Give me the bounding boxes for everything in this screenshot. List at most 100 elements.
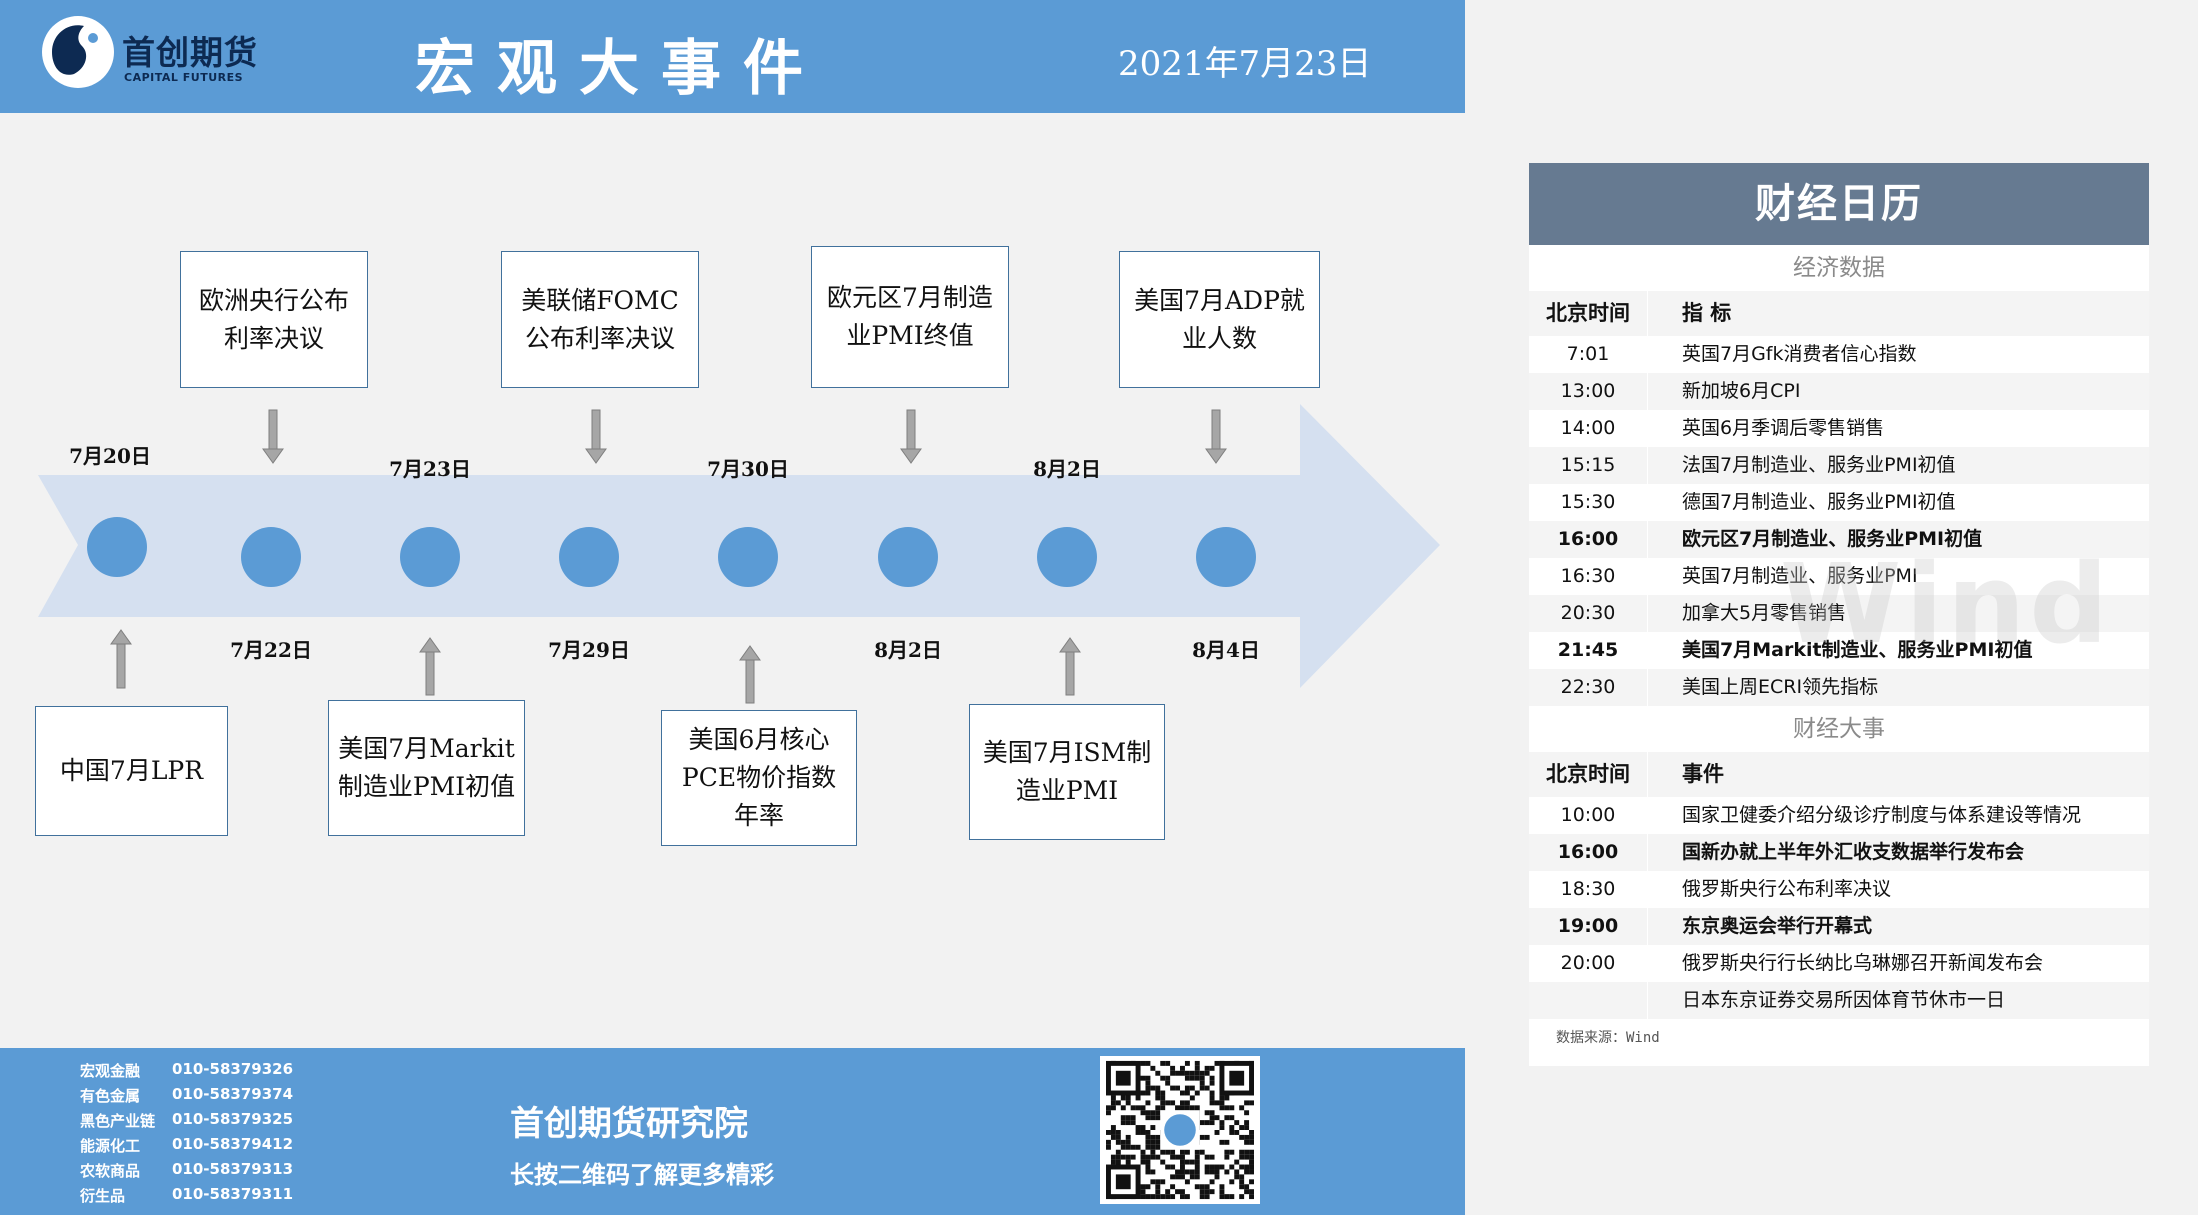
event-table-header: 北京时间 事件 (1529, 752, 2149, 797)
row-item: 国家卫健委介绍分级诊疗制度与体系建设等情况 (1682, 804, 2082, 826)
row-time: 14:00 (1560, 417, 1616, 439)
timeline-dot (718, 527, 778, 587)
contact-phone: 010-58379412 (172, 1135, 294, 1153)
contact-phone: 010-58379325 (172, 1110, 294, 1128)
contact-phone: 010-58379311 (172, 1185, 294, 1203)
logo-text-en: CAPITAL FUTURES (124, 71, 244, 84)
row-item: 东京奥运会举行开幕式 (1682, 915, 1873, 937)
calendar-row: 20:30 加拿大5月零售销售 (1529, 595, 2149, 632)
contact-name: 宏观金融 (80, 1062, 141, 1080)
row-item: 法国7月制造业、服务业PMI初值 (1682, 454, 1956, 476)
top-event-box: 欧元区7月制造业PMI终值 (811, 246, 1009, 388)
econ-header-time: 北京时间 (1546, 301, 1630, 325)
contact-row: 黑色产业链 010-58379325 (80, 1110, 293, 1131)
calendar-row: 13:00 新加坡6月CPI (1529, 373, 2149, 410)
contact-row: 衍生品 010-58379311 (80, 1185, 293, 1206)
bottom-event-box: 美国7月ISM制造业PMI (969, 704, 1165, 840)
up-arrow-icon (1059, 637, 1081, 696)
top-event-box: 欧洲央行公布利率决议 (180, 251, 368, 388)
down-arrow-icon (900, 409, 922, 464)
timeline-dot (1037, 527, 1097, 587)
row-time: 21:45 (1557, 639, 1619, 661)
date-label-above: 7月23日 (389, 457, 471, 481)
calendar-row: 14:00 英国6月季调后零售销售 (1529, 410, 2149, 447)
timeline-dot (559, 527, 619, 587)
econ-header-item: 指 标 (1682, 301, 1732, 325)
row-item: 德国7月制造业、服务业PMI初值 (1682, 491, 1956, 513)
row-item: 新加坡6月CPI (1682, 380, 1801, 402)
row-time: 16:30 (1560, 565, 1616, 587)
timeline-dot (87, 517, 147, 577)
event-header-time: 北京时间 (1546, 762, 1630, 786)
timeline-graphic (38, 404, 1440, 704)
qr-code-icon[interactable] (1100, 1056, 1260, 1204)
row-item: 英国7月Gfk消费者信心指数 (1682, 343, 1917, 365)
top-event-box: 美联储FOMC公布利率决议 (501, 251, 699, 388)
row-item: 美国上周ECRI领先指标 (1682, 676, 1879, 698)
timeline-dot (400, 527, 460, 587)
date-label-below: 7月22日 (230, 638, 312, 662)
row-time: 19:00 (1557, 915, 1619, 937)
page-title: 宏观大事件 (415, 34, 825, 104)
timeline-dot (878, 527, 938, 587)
row-time: 10:00 (1560, 804, 1616, 826)
date-label-above: 7月20日 (69, 444, 151, 468)
logo-text-cn: 首创期货 (122, 33, 258, 72)
row-time: 15:15 (1560, 454, 1616, 476)
row-item: 俄罗斯央行公布利率决议 (1682, 878, 1892, 900)
row-time: 20:30 (1560, 602, 1616, 624)
timeline-dot (1196, 527, 1256, 587)
up-arrow-icon (419, 637, 441, 696)
timeline-dots (87, 517, 1256, 587)
wind-watermark: Wind (1780, 540, 2113, 668)
contact-phone: 010-58379326 (172, 1060, 294, 1078)
row-time: 16:00 (1557, 841, 1619, 863)
econ-rows: 7:01 英国7月Gfk消费者信心指数 13:00 新加坡6月CPI 14:00 英国6月… (1529, 336, 2149, 706)
finance-calendar: 财经日历 经济数据 北京时间 指 标 7:01 英国7月Gfk消费者信心指数 13:… (1529, 163, 2149, 1066)
calendar-row: 18:30 俄罗斯央行公布利率决议 (1529, 871, 2149, 908)
timeline-dot (241, 527, 301, 587)
contact-name: 黑色产业链 (80, 1112, 156, 1130)
contact-name: 能源化工 (80, 1137, 141, 1155)
row-time: 16:00 (1557, 528, 1619, 550)
date-label-above: 8月2日 (1033, 457, 1101, 481)
contact-name: 衍生品 (80, 1187, 126, 1205)
calendar-row: 15:30 德国7月制造业、服务业PMI初值 (1529, 484, 2149, 521)
row-item: 加拿大5月零售销售 (1682, 602, 1847, 624)
calendar-row: 10:00 国家卫健委介绍分级诊疗制度与体系建设等情况 (1529, 797, 2149, 834)
date-label-above: 7月30日 (707, 457, 789, 481)
row-time: 15:30 (1560, 491, 1616, 513)
contact-phone: 010-58379313 (172, 1160, 294, 1178)
contact-name: 农软商品 (80, 1162, 141, 1180)
date-label-below: 8月4日 (1192, 638, 1260, 662)
calendar-row: 7:01 英国7月Gfk消费者信心指数 (1529, 336, 2149, 373)
row-item: 日本东京证券交易所因体育节休市一日 (1682, 989, 2006, 1011)
calendar-row: 19:00 东京奥运会举行开幕式 (1529, 908, 2149, 945)
contact-row: 农软商品 010-58379313 (80, 1160, 293, 1181)
timeline-connectors (110, 409, 1227, 704)
row-item: 欧元区7月制造业、服务业PMI初值 (1682, 528, 1983, 550)
calendar-row: 日本东京证券交易所因体育节休市一日 (1529, 982, 2149, 1019)
row-item: 俄罗斯央行行长纳比乌琳娜召开新闻发布会 (1682, 952, 2044, 974)
row-item: 英国6月季调后零售销售 (1682, 417, 1885, 439)
calendar-row: 15:15 法国7月制造业、服务业PMI初值 (1529, 447, 2149, 484)
contact-row: 能源化工 010-58379412 (80, 1135, 293, 1156)
up-arrow-icon (739, 645, 761, 704)
date-label-below: 7月29日 (548, 638, 630, 662)
row-time: 13:00 (1560, 380, 1616, 402)
row-time: 7:01 (1566, 343, 1610, 365)
event-header-item: 事件 (1682, 762, 1724, 786)
row-time: 18:30 (1560, 878, 1616, 900)
calendar-title: 财经日历 (1529, 163, 2149, 245)
row-time (1529, 982, 1647, 1019)
econ-table-header: 北京时间 指 标 (1529, 291, 2149, 336)
econ-data-section-title: 经济数据 (1529, 245, 2149, 291)
report-date: 2021年7月23日 (1118, 44, 1372, 84)
